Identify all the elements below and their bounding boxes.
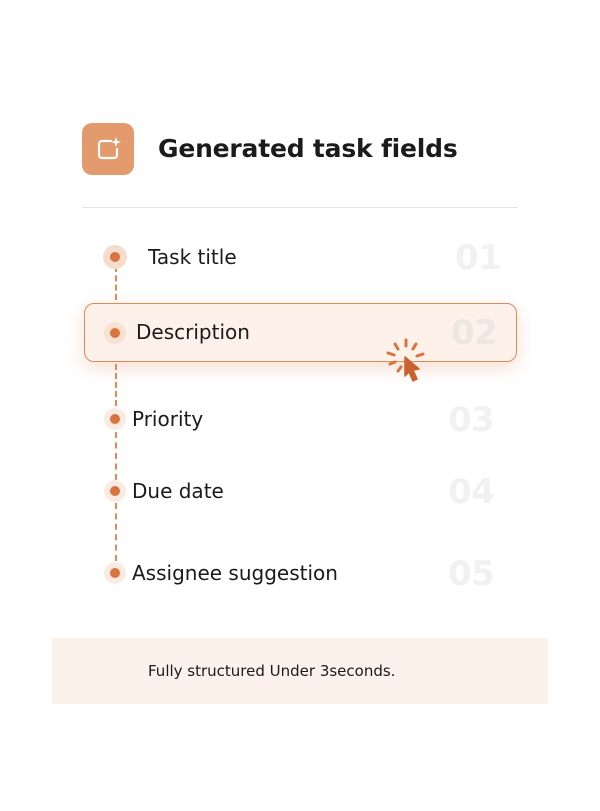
step-dot [103, 245, 127, 269]
step-label: Task title [148, 245, 237, 269]
step-number: 04 [448, 472, 495, 512]
step-connector [115, 432, 117, 480]
step-connector [115, 503, 117, 561]
step-dot [104, 480, 126, 502]
click-cursor-icon [382, 336, 432, 386]
step-label: Priority [132, 407, 204, 431]
step-label: Assignee suggestion [132, 561, 338, 585]
step-dot [104, 322, 126, 344]
footer-text: Fully structured Under 3seconds. [148, 662, 396, 680]
step-number: 01 [455, 238, 502, 278]
page-title: Generated task fields [158, 134, 458, 163]
step-connector [115, 266, 117, 300]
step-dot [104, 408, 126, 430]
step-number: 05 [448, 554, 495, 594]
step-label: Due date [132, 479, 224, 503]
step-item-description[interactable] [84, 303, 517, 362]
step-number: 03 [448, 400, 495, 440]
sparkle-window-icon [82, 123, 134, 175]
step-label: Description [136, 320, 250, 344]
step-connector [115, 364, 117, 406]
step-dot [104, 562, 126, 584]
footer-banner [52, 638, 548, 704]
divider [82, 207, 518, 208]
step-number: 02 [451, 313, 498, 353]
